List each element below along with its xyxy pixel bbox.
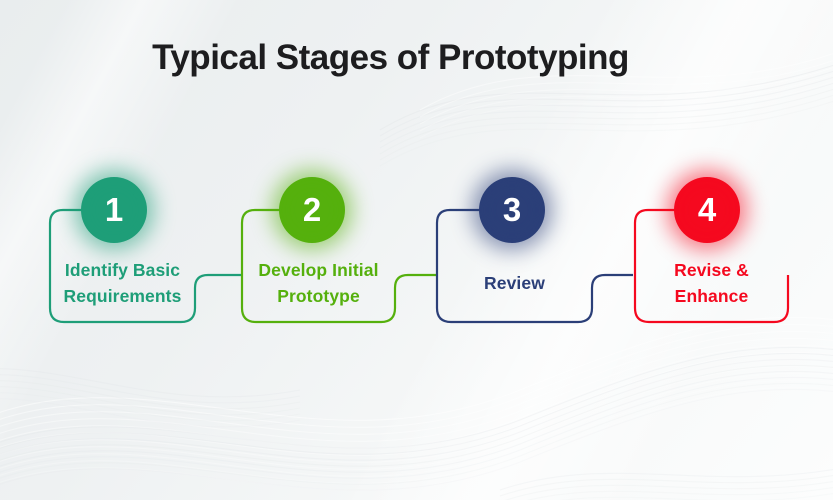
- stage-number: 1: [104, 190, 124, 228]
- stage-number: 2: [302, 190, 322, 228]
- stage-number-badge: 4: [674, 177, 740, 243]
- stage-outline-path: [633, 208, 790, 324]
- stage-3: 3 Review: [437, 0, 592, 500]
- stage-number: 4: [697, 190, 717, 228]
- stage-number-badge: 2: [279, 177, 345, 243]
- stage-number: 3: [502, 190, 522, 228]
- stage-2: 2 Develop Initial Prototype: [242, 0, 395, 500]
- stage-number-badge: 1: [81, 177, 147, 243]
- stage-outline-path: [48, 208, 242, 324]
- stage-4: 4 Revise & Enhance: [635, 0, 788, 500]
- stage-label: Revise & Enhance: [674, 260, 749, 306]
- stage-outline-path: [435, 208, 633, 324]
- stage-1: 1 Identify Basic Requirements: [50, 0, 195, 500]
- stage-outline-path: [240, 208, 437, 324]
- stage-label: Review: [484, 273, 545, 293]
- stage-label: Identify Basic Requirements: [63, 260, 182, 306]
- page-title: Typical Stages of Prototyping: [152, 38, 629, 77]
- stage-label: Develop Initial Prototype: [258, 260, 379, 306]
- stage-number-badge: 3: [479, 177, 545, 243]
